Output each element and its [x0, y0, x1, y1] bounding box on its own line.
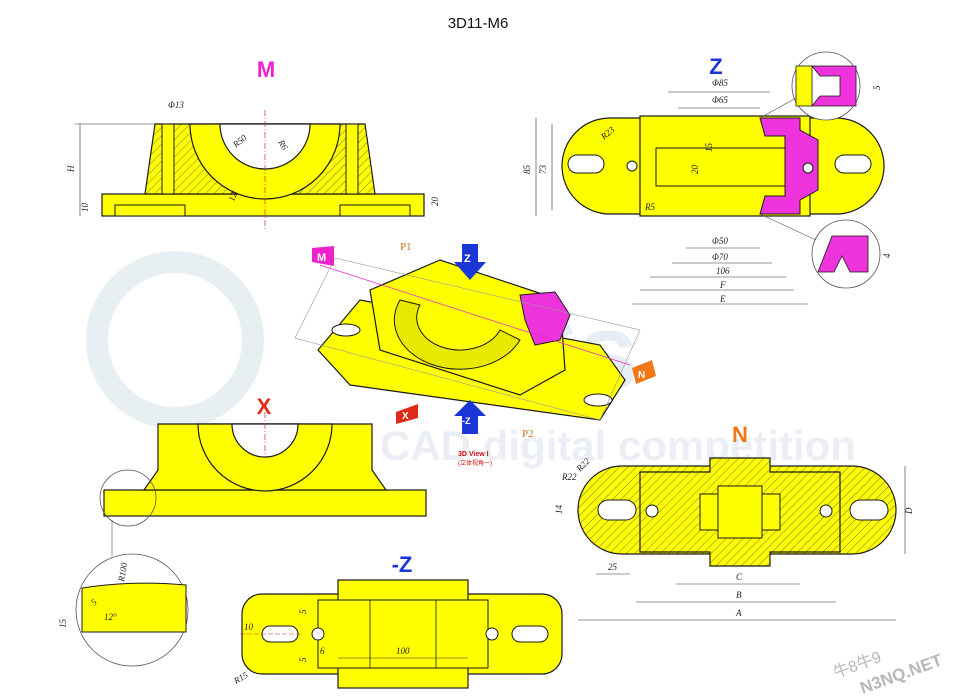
x-bore — [231, 423, 299, 458]
iso-tag-m: M — [312, 246, 334, 266]
svg-text:X: X — [402, 411, 409, 422]
z-dim-e: E — [719, 294, 726, 304]
view-neg-z-label: -Z — [392, 552, 413, 577]
view-n-label: N — [732, 422, 748, 447]
m-base-slot-right — [339, 204, 411, 217]
iso-tag-n: N — [632, 360, 656, 384]
n-hole-left — [645, 504, 659, 518]
m-dim-r6: R6 — [276, 137, 290, 152]
m-dim-h: H — [66, 165, 76, 173]
z-dim-r5: R5 — [644, 202, 655, 212]
m-dim-d13: Φ13 — [168, 100, 184, 110]
negz-dim-6: 6 — [320, 646, 325, 656]
m-dim-12: 12 — [226, 190, 239, 202]
iso-view-label: 3D View I — [458, 451, 489, 458]
x-dim-5: 5 — [89, 597, 99, 608]
view-neg-z: -Z 10 5 5 6 100 R15 — [231, 552, 563, 689]
view-m: M H 10 20 Φ13 R50 R6 12 — [66, 57, 440, 230]
svg-text:-Z: -Z — [462, 416, 471, 426]
site-watermark: 牛8牛9 N3NQ.NET — [831, 648, 946, 696]
m-dim-20: 20 — [430, 197, 440, 207]
z-dim-4: 4 — [882, 253, 892, 258]
n-dim-a: A — [735, 608, 742, 618]
negz-dim-10: 10 — [244, 622, 254, 632]
svg-text:M: M — [317, 252, 326, 264]
watermark-tagline: CAD digital competition — [380, 422, 856, 469]
x-base — [103, 489, 427, 517]
iso-body — [369, 259, 566, 396]
n-dim-d: D — [904, 507, 914, 515]
z-dim-d70: Φ70 — [712, 252, 728, 262]
view-m-label: M — [257, 57, 275, 82]
z-dim-73: 73 — [538, 165, 548, 175]
n-dim-25: 25 — [608, 562, 618, 572]
negz-mid-block — [317, 599, 489, 669]
m-base-slot-left — [114, 204, 186, 217]
iso-plane-outline — [294, 257, 641, 421]
x-dim-15: 15 — [58, 619, 68, 629]
iso-cut-line-m — [319, 264, 631, 366]
drawing-title: 3D11-M6 — [448, 15, 509, 32]
view-iso: P1 P2 M Z -Z N X 3D View I (立体视角一) — [294, 241, 656, 467]
m-dim-10: 10 — [80, 203, 90, 213]
n-dim-b: B — [736, 590, 742, 600]
svg-text:Z: Z — [464, 253, 471, 265]
iso-p1-label: P1 — [400, 241, 412, 253]
n-slot-left — [597, 499, 637, 521]
iso-tag-z: Z — [454, 244, 486, 280]
view-n: N R22 R22 14 25 C B A D — [554, 422, 914, 621]
iso-view-sublabel: (立体视角一) — [458, 459, 492, 467]
m-bolt-hole-left — [161, 123, 175, 195]
x-dim-12: 12° — [104, 612, 117, 622]
iso-highlight — [519, 291, 571, 346]
negz-dim-5-top: 5 — [298, 609, 308, 614]
iso-p2-label: P2 — [522, 428, 534, 440]
z-slot-left — [567, 154, 605, 174]
x-detail-fill — [81, 582, 187, 633]
n-dim-r22-a: R22 — [561, 472, 577, 482]
z-hole-left — [626, 160, 638, 172]
iso-slot-right — [583, 393, 613, 407]
iso-bore — [393, 299, 521, 370]
z-dim-85: 85 — [522, 165, 532, 175]
iso-slot-left — [331, 323, 361, 337]
z-dim-15: 15 — [704, 143, 714, 153]
n-dim-c: C — [736, 572, 743, 582]
z-slot-right — [834, 154, 872, 174]
watermark-gear-icon — [86, 251, 264, 429]
z-hole-right — [802, 162, 814, 174]
x-detail-ring — [99, 469, 157, 527]
n-hub — [717, 485, 763, 539]
iso-tag-x: X — [396, 404, 418, 424]
iso-tag-neg-z: -Z — [454, 400, 486, 434]
z-dim-d50: Φ50 — [712, 236, 728, 246]
negz-slot-right — [511, 625, 549, 643]
n-hole-right — [819, 504, 833, 518]
z-highlight-section — [759, 117, 819, 215]
negz-dim-r15: R15 — [231, 670, 250, 687]
n-dim-14: 14 — [554, 505, 564, 515]
x-dim-r100: R100 — [116, 561, 129, 583]
z-dim-d65: Φ65 — [712, 95, 728, 105]
z-dim-106: 106 — [716, 266, 730, 276]
z-dim-f: F — [719, 280, 726, 290]
view-z: Z Φ85 Φ65 85 73 R23 20 15 R5 Φ50 Φ70 106… — [522, 51, 892, 305]
negz-dim-100: 100 — [396, 646, 410, 656]
z-dim-5: 5 — [872, 85, 882, 90]
m-bolt-hole-right — [345, 123, 359, 195]
n-slot-right — [849, 499, 889, 521]
negz-dim-5-bottom: 5 — [298, 657, 308, 662]
z-shaft — [655, 147, 797, 187]
z-dim-20: 20 — [690, 165, 700, 175]
svg-text:N: N — [638, 370, 645, 381]
view-z-label: Z — [709, 54, 722, 79]
view-x-label: X — [257, 394, 272, 419]
view-x: X R100 15 5 12° — [58, 394, 427, 667]
negz-hole-left — [311, 627, 325, 641]
z-dim-d85: Φ85 — [712, 78, 728, 88]
negz-hole-right — [485, 627, 499, 641]
